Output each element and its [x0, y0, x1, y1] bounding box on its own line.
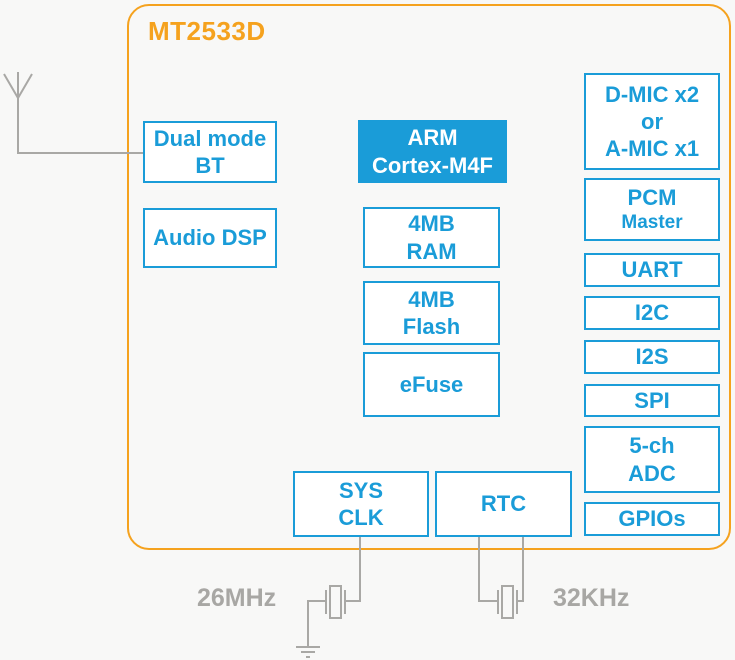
block-label: eFuse: [399, 371, 464, 397]
block-label: RTC: [480, 491, 527, 517]
block-efuse: eFuse: [363, 352, 500, 417]
block-label: 4MB: [408, 286, 455, 312]
block-label: CLK: [338, 505, 384, 530]
block-label: 4MB: [408, 211, 455, 237]
block-gpios: GPIOs: [584, 502, 720, 536]
block-label: Master: [621, 212, 683, 234]
block-label: Cortex-M4F: [371, 152, 493, 178]
block-label: GPIOs: [618, 506, 686, 532]
block-pcm-master: PCM Master: [584, 178, 720, 241]
block-4mb-ram: 4MB RAM: [363, 207, 500, 268]
block-label: D-MIC x2: [604, 81, 700, 107]
wire: [517, 537, 524, 602]
block-label: I2S: [635, 344, 669, 370]
chip-outline: [127, 4, 731, 550]
crystal-oscillator-icon: [497, 585, 518, 619]
block-label: UART: [621, 257, 683, 283]
wire: [307, 600, 326, 647]
wire: [345, 537, 361, 602]
block-i2s: I2S: [584, 340, 720, 374]
block-5ch-adc: 5-ch ADC: [584, 426, 720, 493]
block-label: ADC: [628, 460, 676, 486]
block-label: SPI: [634, 387, 670, 413]
crystal-oscillator-icon: [325, 585, 346, 619]
block-4mb-flash: 4MB Flash: [363, 281, 500, 345]
block-label: ARM: [407, 125, 458, 151]
chip-title: MT2533D: [148, 16, 266, 46]
block-label: Audio DSP: [153, 225, 267, 251]
block-rtc: RTC: [435, 471, 572, 537]
block-label: PCM: [627, 185, 677, 211]
block-label: A-MIC x1: [604, 136, 700, 162]
block-label: Flash: [402, 314, 461, 339]
freq-label-26mhz: 26MHz: [197, 584, 277, 612]
sysclk-crystal-circuit: [296, 537, 361, 658]
block-label: 5-ch: [629, 433, 675, 459]
wire: [478, 537, 498, 602]
block-i2c: I2C: [584, 296, 720, 330]
block-spi: SPI: [584, 384, 720, 417]
block-label: Dual mode: [153, 125, 267, 151]
block-dual-mode-bt: Dual mode BT: [143, 121, 277, 183]
block-arm-cortex-m4f: ARM Cortex-M4F: [358, 120, 507, 183]
ground-icon: [296, 646, 320, 658]
antenna-icon: [3, 72, 143, 154]
block-label: SYS: [338, 477, 384, 503]
block-label: I2C: [634, 300, 670, 326]
block-label: or: [641, 108, 663, 134]
block-uart: UART: [584, 253, 720, 287]
rtc-crystal-circuit: [478, 537, 524, 619]
block-label: RAM: [406, 238, 457, 264]
block-audio-dsp: Audio DSP: [143, 208, 277, 268]
block-sys-clk: SYS CLK: [293, 471, 429, 537]
freq-label-32khz: 32KHz: [553, 584, 630, 612]
block-dmic-amic: D-MIC x2 or A-MIC x1: [584, 73, 720, 170]
block-label: BT: [195, 153, 225, 178]
